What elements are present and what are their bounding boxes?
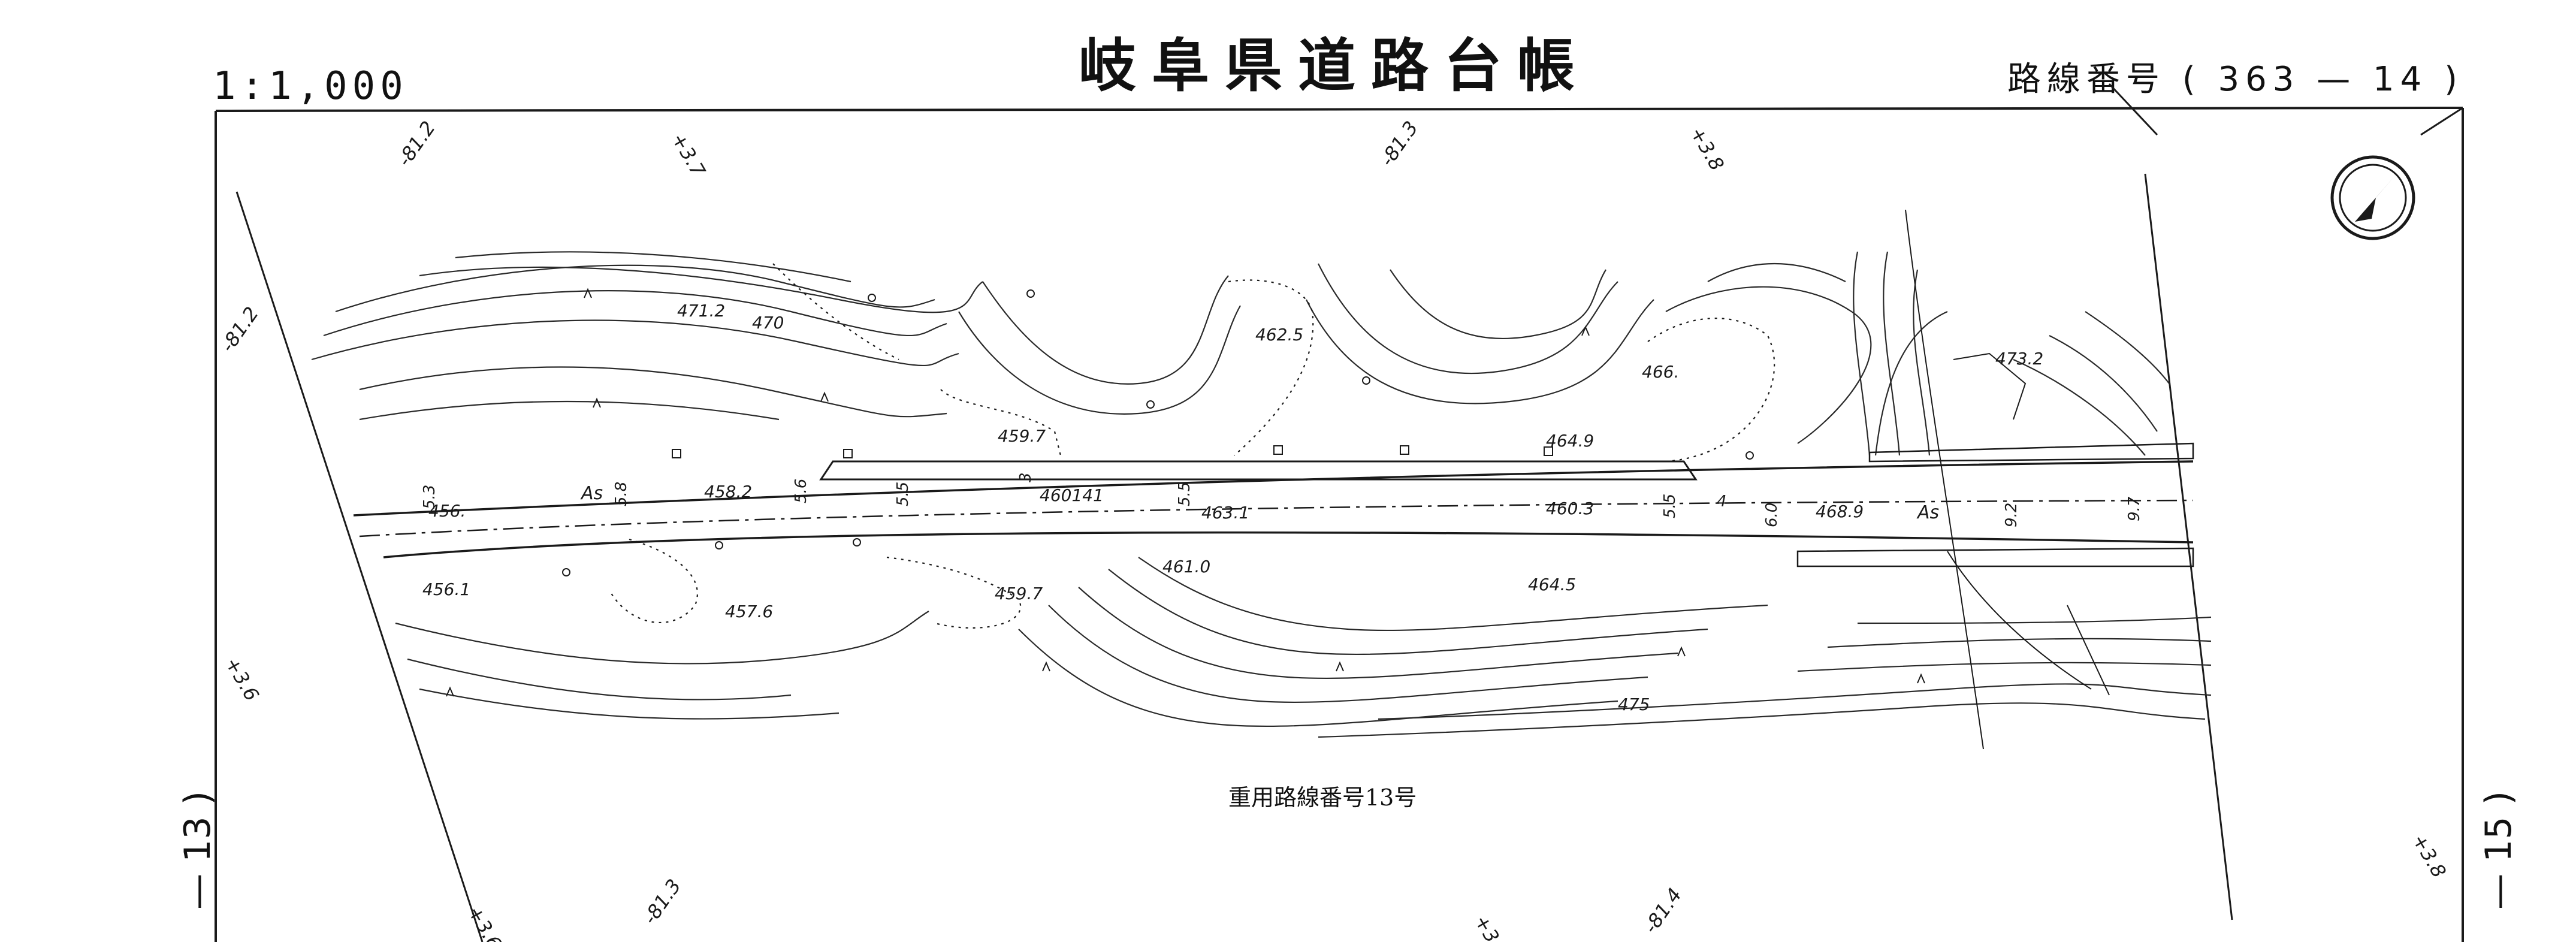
route-number-header: 路線番号 ( 363 — 14 ) [2007,63,2463,96]
frame-corner-tick [2108,83,2158,136]
pavement-type-label: As [580,483,603,504]
map-scale: 1:1,000 [213,64,408,108]
grid-label-top-1: -81.2 [392,117,440,171]
manhole-symbol [672,445,1553,458]
elevation-label-15: 457.6 [725,602,773,621]
sheet-boundary-lines [235,173,2233,942]
north-arrow-icon [2330,155,2415,240]
road-width-label-2: 5.8 [612,482,630,506]
guardrail-south [1796,547,2194,567]
road-width-label-4: 5.5 [894,482,912,506]
elevation-label-4: 466. [1642,362,1679,382]
contour-lines [311,251,2212,738]
road-width-label-5: 3 [1017,472,1035,482]
elevation-label-18: 464.5 [1528,575,1576,594]
grid-label-top-4: +3.8 [1686,123,1729,174]
road-width-label-8: 4 [1717,493,1727,511]
road-edges [353,442,2194,567]
pavement-type-label: As [1916,502,1939,523]
elevation-label-11: 463.1 [1201,503,1249,523]
road-width-label-7: 5.5 [1661,494,1679,518]
vegetation-boundaries [611,263,1775,629]
road-south-edge [383,531,2194,558]
elevation-label-14: 456.1 [422,579,470,599]
road-north-edge [353,460,2194,517]
road-width-label-3: 5.6 [792,479,810,503]
road-width-label-10: 9.2 [2003,503,2021,527]
road-width-label-9: 6.0 [1763,503,1781,527]
grid-label-left-lower: +3.6 [221,653,264,705]
grid-label-right-lower: +3.8 [2408,830,2451,881]
frame-top [215,107,2463,112]
elevation-label-13: 468.9 [1816,502,1864,521]
route-dash: — [2317,60,2357,99]
elevation-label-12: 460.3 [1546,499,1594,518]
road-width-labels: 5.3 5.8 5.6 5.5 3 5.5 5.5 4 6.0 9.2 9.7 [421,472,2143,527]
road-width-label-11: 9.7 [2125,496,2143,521]
deciduous-tree-symbol [562,289,1754,576]
elevation-label-7: 464.9 [1546,431,1594,451]
overlapping-route-note: 重用路線番号13号 [1228,784,1417,811]
guardrail-north [1868,442,2194,463]
elevation-label-16: 459.7 [995,584,1043,603]
grid-label-bottom-2: -81.3 [638,875,685,929]
elevation-label-8: 456. [428,501,466,521]
elevation-label-5: 473.2 [1995,349,2043,369]
elevation-label-6: 459.7 [998,426,1046,446]
elevation-label-1: 471.2 [677,301,725,321]
grid-label-bottom-1: +3.6 [463,902,506,942]
grid-labels: -81.2 +3.7 -81.3 +3.8 -81.2 +3.6 +3.6 -81.3 +3.7… [216,117,2450,942]
elevation-label-9: 458.2 [704,482,752,502]
elevation-labels: 471.2 470 462.5 466. 473.2 459.7 464.9 456. 458.… [422,301,2043,714]
page-title: 岐阜県道路台帳 [1079,32,1590,99]
extra-lines [1905,209,2110,750]
route-number-value: 363 [2218,60,2300,99]
elevation-label-3: 462.5 [1255,325,1303,345]
road-centerline [359,499,2194,538]
elevation-label-2: 470 [752,313,784,333]
map-frame [215,83,2464,942]
grid-label-bottom-4: -81.4 [1639,884,1686,938]
road-width-label-6: 5.5 [1176,482,1194,506]
route-open-paren: ( [2182,60,2201,99]
road-width-label-1: 5.3 [421,485,439,509]
frame-corner-tick-right [2420,107,2463,136]
route-number-label: 路線番号 [2007,60,2166,99]
grid-label-top-2: +3.7 [667,129,710,181]
grid-label-left: -81.2 [216,303,263,357]
elevation-label-10: 460141 [1040,485,1104,505]
grid-label-bottom-3: +3.7 [1470,911,1513,942]
elevation-label-19: 475 [1618,695,1650,714]
grid-label-top-3: -81.3 [1375,117,1423,171]
elevation-label-17: 461.0 [1162,557,1210,576]
retaining-wall [819,460,1698,481]
route-section-value: 14 [2373,60,2428,99]
wasteland-symbol [446,288,1925,697]
route-close-paren: ) [2444,60,2463,99]
